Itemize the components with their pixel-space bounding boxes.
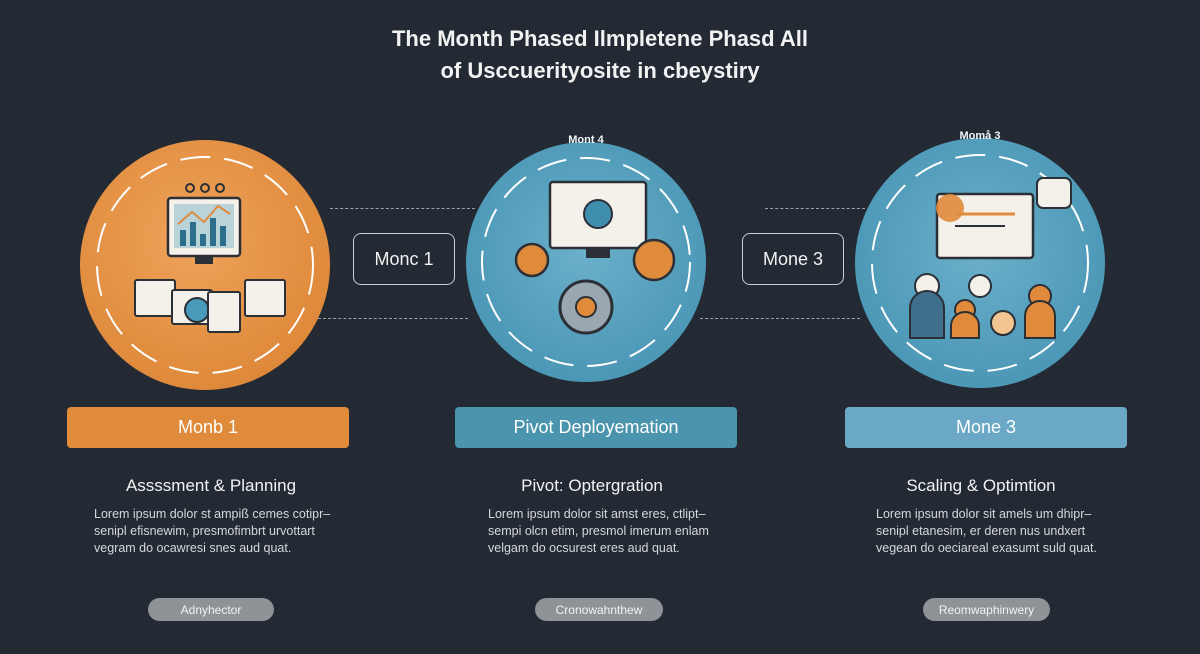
team-presentation-icon [871, 154, 1089, 372]
text-line: vegram do ocawresi snes aud quat. [94, 541, 292, 555]
phase-heading-2: Pivot: Optergration [521, 476, 663, 495]
page-title: The Month Phased Ilmpletene Phasd All [391, 26, 809, 51]
analytics-dashboard-icon [96, 156, 314, 374]
phase-tag-1[interactable]: Adnyhector [148, 598, 274, 621]
connector-line [765, 208, 865, 209]
text-line: velgam do ocsurest eres aud quat. [488, 541, 680, 555]
phase-description-2: Lorem ipsum dolor sit amst eres, ctlipt–… [460, 506, 790, 557]
circle-label: Momå 3 [959, 130, 1001, 142]
phase-bar-1: Monb 1 [67, 407, 349, 448]
connector-box-2: Mone 3 [742, 233, 844, 285]
text-line: senipl efisnewim, presmofimbrt urvottart [94, 524, 315, 538]
text-line: sempi olcn etim, presmol imerum enlam [488, 524, 709, 538]
text-line: Lorem ipsum dolor sit amels um dhipr– [876, 507, 1092, 521]
phase-bar-2: Pivot Deployemation [455, 407, 737, 448]
phase-circle-1 [80, 140, 330, 390]
phase-heading-3: Scaling & Optimtion [906, 476, 1056, 495]
circle-label: Mont 4 [568, 134, 604, 146]
phase-heading-1: Assssment & Planning [125, 476, 297, 495]
phase-tag-2[interactable]: Cronowahnthew [535, 598, 663, 621]
text-line: vegean do oeciareal exasumt suld quat. [876, 541, 1097, 555]
phase-circle-3: Momå 3 [855, 130, 1105, 388]
phase-description-1: Lorem ipsum dolor st ampiß cemes cotipr–… [66, 506, 396, 557]
connector-box-1: Monc 1 [353, 233, 455, 285]
phase-tag-3[interactable]: Reomwaphinwery [923, 598, 1050, 621]
page-subtitle: of Usccuerityosite in cbeystiry [440, 58, 760, 83]
connector-line [330, 208, 475, 209]
text-line: Lorem ipsum dolor sit amst eres, ctlipt– [488, 507, 706, 521]
connector-line [318, 318, 468, 319]
phase-bar-3: Mone 3 [845, 407, 1127, 448]
connector-line [700, 318, 860, 319]
text-line: senipl etanesim, er deren nus undxert [876, 524, 1086, 538]
phase-description-3: Lorem ipsum dolor sit amels um dhipr– sen… [848, 506, 1178, 557]
monitor-gear-icon [481, 157, 691, 367]
text-line: Lorem ipsum dolor st ampiß cemes cotipr– [94, 507, 331, 521]
phase-circle-2: Mont 4 [466, 134, 706, 382]
